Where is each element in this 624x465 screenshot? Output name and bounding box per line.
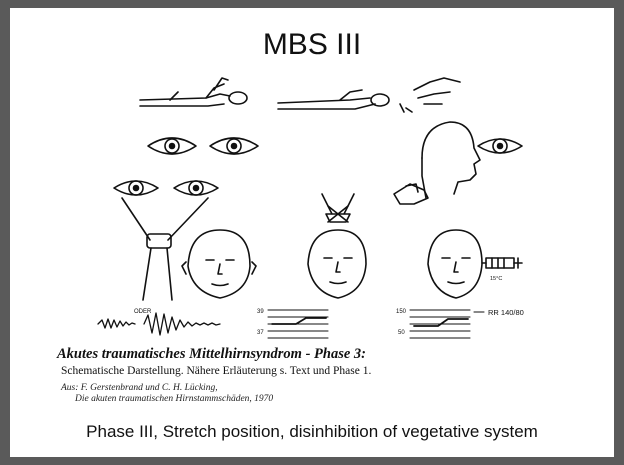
eyes-row-1 <box>148 138 258 154</box>
eeg-label: ODER <box>134 309 152 315</box>
head-front-1 <box>182 230 256 298</box>
temperature-chart <box>268 310 328 338</box>
eye-single-right <box>478 139 522 153</box>
head-profile <box>394 122 480 204</box>
caption-text: Schematische Darstellung. Nähere Erläute… <box>61 365 371 377</box>
temperature-label: 15°C <box>490 276 502 282</box>
eyes-row-2 <box>114 181 218 240</box>
flashlight <box>143 234 172 300</box>
caption-title: Akutes traumatisches Mittelhirnsyndrom -… <box>57 346 366 363</box>
chart1-tick-top: 39 <box>257 309 264 315</box>
eeg-wave <box>98 313 220 335</box>
chart2-tick-top: 150 <box>396 309 407 315</box>
slide: MBS III <box>10 8 614 457</box>
chart1-tick-bottom: 37 <box>257 330 264 336</box>
reclining-figure-right <box>278 78 460 112</box>
blood-pressure-chart <box>410 310 484 338</box>
caption-book: Die akuten traumatischen Hirnstammschäde… <box>75 394 273 404</box>
head-front-2 <box>308 194 366 298</box>
slide-footer: Phase III, Stretch position, disinhibiti… <box>10 422 614 442</box>
head-front-3 <box>428 230 522 298</box>
blood-pressure-label: RR 140/80 <box>488 308 524 317</box>
caption-source: Aus: F. Gerstenbrand und C. H. Lücking, <box>61 383 218 393</box>
reclining-figure-left <box>140 78 247 106</box>
chart2-tick-bottom: 50 <box>398 330 405 336</box>
